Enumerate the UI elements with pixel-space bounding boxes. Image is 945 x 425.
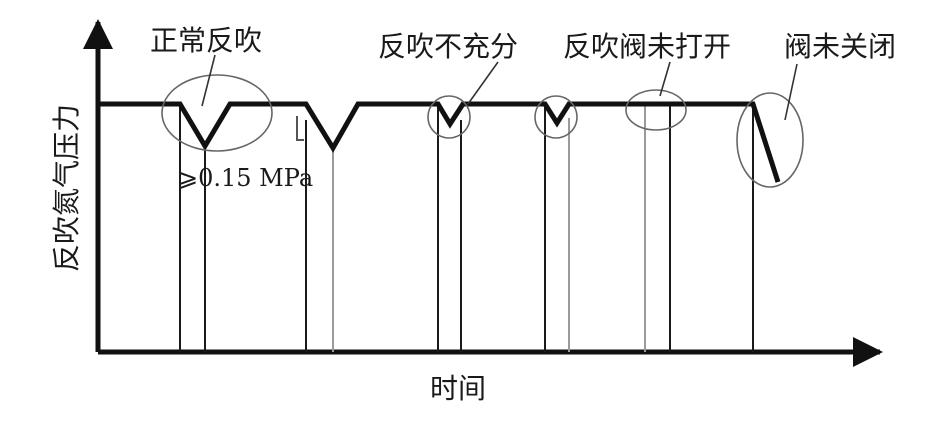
threshold-label: ⩾0.15 MPa bbox=[178, 164, 313, 192]
x-axis-label: 时间 bbox=[430, 372, 486, 405]
threshold-bracket bbox=[296, 116, 304, 141]
y-axis-label: 反吹氮气压力 bbox=[50, 104, 83, 272]
leader-line bbox=[659, 61, 671, 97]
annotation-insufficient-blowback: 反吹不充分 bbox=[378, 30, 518, 63]
leader-line bbox=[467, 61, 499, 105]
annotation-circles bbox=[161, 74, 804, 188]
leader-line bbox=[201, 54, 216, 107]
leader-line bbox=[784, 63, 798, 121]
insufficient-blowback-circle bbox=[534, 95, 578, 139]
valve-not-open-ellipse bbox=[625, 89, 687, 131]
pulse-guide-lines bbox=[179, 104, 754, 352]
annotation-valve-not-open: 反吹阀未打开 bbox=[563, 30, 731, 63]
axes bbox=[83, 19, 883, 367]
insufficient-blowback-circle bbox=[427, 95, 471, 139]
pressure-trace bbox=[98, 101, 781, 183]
annotation-normal-blowback: 正常反吹 bbox=[150, 24, 262, 57]
normal-blowback-ellipse bbox=[161, 74, 273, 152]
leader-lines bbox=[201, 54, 798, 121]
valve-not-closed-ellipse bbox=[736, 92, 804, 188]
annotation-valve-not-closed: 阀未关闭 bbox=[784, 30, 896, 63]
